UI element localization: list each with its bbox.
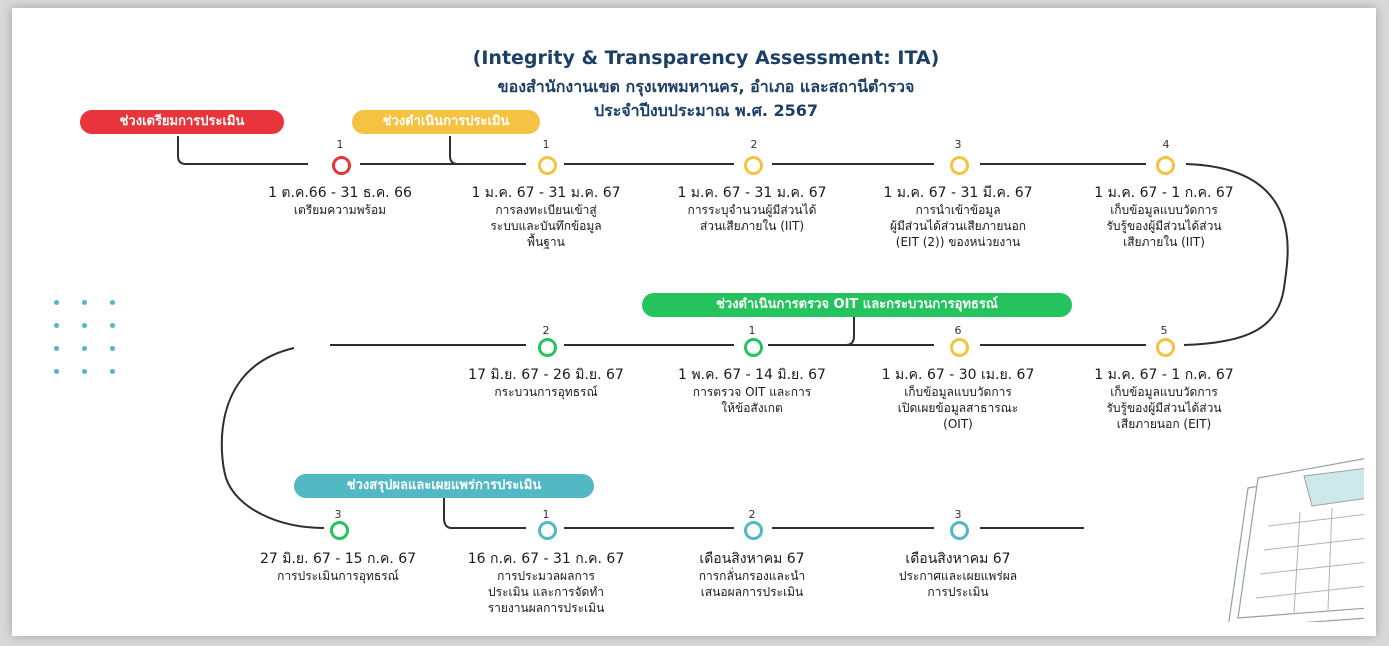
step-date: 1 ต.ค.66 - 31 ธ.ค. 66 bbox=[268, 185, 412, 201]
step-date: 27 มิ.ย. 67 - 15 ก.ค. 67 bbox=[259, 551, 417, 567]
timeline-node bbox=[744, 338, 763, 357]
step-label: 1 ต.ค.66 - 31 ธ.ค. 66 เตรียมความพร้อม bbox=[240, 184, 440, 218]
step-number: 1 bbox=[542, 508, 550, 521]
phase-oit-pill: ช่วงดำเนินการตรวจ OIT และกระบวนการอุทธรณ… bbox=[642, 293, 1072, 317]
step-date: 1 ม.ค. 67 - 1 ก.ค. 67 bbox=[1094, 367, 1234, 383]
phase-prep-pill: ช่วงเตรียมการประเมิน bbox=[80, 110, 284, 134]
decor-dot bbox=[82, 323, 87, 328]
step-desc: เก็บข้อมูลแบบวัดการ รับรู้ของผู้มีส่วนได… bbox=[1106, 385, 1222, 431]
step-number: 1 bbox=[748, 324, 756, 337]
timeline-node bbox=[332, 156, 351, 175]
oit-branch-line bbox=[845, 316, 855, 346]
title-line-1: (Integrity & Transparency Assessment: IT… bbox=[472, 47, 940, 69]
step-desc: กระบวนการอุทธรณ์ bbox=[494, 385, 598, 399]
timeline-connectors bbox=[177, 136, 1289, 529]
phase-operate-pill: ช่วงดำเนินการประเมิน bbox=[352, 110, 540, 134]
step-date: เดือนสิงหาคม 67 bbox=[905, 551, 1011, 567]
step-number: 3 bbox=[954, 138, 962, 151]
step-date: 1 ม.ค. 67 - 31 มี.ค. 67 bbox=[883, 185, 1033, 201]
timeline-node bbox=[950, 338, 969, 357]
step-number: 1 bbox=[542, 138, 550, 151]
step-label: 1 ม.ค. 67 - 31 ม.ค. 67 การระบุจำนวนผู้มี… bbox=[652, 184, 852, 234]
timeline-node bbox=[950, 156, 969, 175]
decor-dot bbox=[82, 300, 87, 305]
decor-dot bbox=[110, 300, 115, 305]
step-label: 1 ม.ค. 67 - 31 ม.ค. 67 การลงทะเบียนเข้าส… bbox=[446, 184, 646, 250]
step-number: 3 bbox=[954, 508, 962, 521]
title-line-3: ประจำปีงบประมาณ พ.ศ. 2567 bbox=[593, 101, 819, 120]
title-line-2: ของสำนักงานเขต กรุงเทพมหานคร, อำเภอ และส… bbox=[497, 77, 915, 96]
right-curve bbox=[1183, 163, 1289, 346]
step-label: 1 ม.ค. 67 - 30 เม.ย. 67 เก็บข้อมูลแบบวัด… bbox=[858, 366, 1058, 432]
timeline-node bbox=[1156, 156, 1175, 175]
step-number: 2 bbox=[748, 508, 756, 521]
step-desc: การนำเข้าข้อมูล ผู้มีส่วนได้ส่วนเสียภายน… bbox=[889, 203, 1027, 249]
step-number: 6 bbox=[954, 324, 962, 337]
step-desc: เก็บข้อมูลแบบวัดการ เปิดเผยข้อมูลสาธารณะ… bbox=[897, 385, 1019, 431]
step-date: เดือนสิงหาคม 67 bbox=[699, 551, 805, 567]
decor-dot bbox=[110, 346, 115, 351]
timeline-node bbox=[950, 521, 969, 540]
decor-dot bbox=[82, 346, 87, 351]
phase-summary-pill: ช่วงสรุปผลและเผยแพร่การประเมิน bbox=[294, 474, 594, 498]
timeline-node bbox=[330, 521, 349, 540]
decor-dot bbox=[54, 300, 59, 305]
poster-frame: (Integrity & Transparency Assessment: IT… bbox=[12, 8, 1376, 636]
step-date: 17 มิ.ย. 67 - 26 มิ.ย. 67 bbox=[468, 367, 624, 383]
decor-dot bbox=[54, 369, 59, 374]
step-label: 1 ม.ค. 67 - 1 ก.ค. 67 เก็บข้อมูลแบบวัดกา… bbox=[1064, 184, 1264, 250]
decor-dot bbox=[82, 369, 87, 374]
step-desc: เก็บข้อมูลแบบวัดการ รับรู้ของผู้มีส่วนได… bbox=[1106, 203, 1222, 249]
timeline-node bbox=[744, 156, 763, 175]
step-date: 1 ม.ค. 67 - 31 ม.ค. 67 bbox=[677, 185, 827, 201]
step-number: 1 bbox=[336, 138, 344, 151]
timeline-node bbox=[538, 338, 557, 357]
timeline-node bbox=[538, 156, 557, 175]
decor-dot bbox=[54, 346, 59, 351]
decor-dot bbox=[110, 323, 115, 328]
step-desc: การประมวลผลการ ประเมิน และการจัดทำ รายงา… bbox=[487, 569, 605, 615]
step-label: 1 ม.ค. 67 - 1 ก.ค. 67 เก็บข้อมูลแบบวัดกา… bbox=[1064, 366, 1264, 432]
step-date: 16 ก.ค. 67 - 31 ก.ค. 67 bbox=[467, 551, 625, 567]
step-desc: ประกาศและเผยแพร่ผล การประเมิน bbox=[898, 569, 1018, 599]
step-date: 1 ม.ค. 67 - 31 ม.ค. 67 bbox=[471, 185, 621, 201]
decor-dot bbox=[54, 323, 59, 328]
decor-dot bbox=[110, 369, 115, 374]
step-desc: การตรวจ OIT และการ ให้ข้อสังเกต bbox=[692, 385, 812, 415]
timeline-node bbox=[744, 521, 763, 540]
left-curve bbox=[220, 347, 325, 529]
step-number: 3 bbox=[334, 508, 342, 521]
step-label: 1 พ.ค. 67 - 14 มิ.ย. 67 การตรวจ OIT และก… bbox=[652, 366, 852, 416]
step-number: 5 bbox=[1160, 324, 1168, 337]
step-label: 17 มิ.ย. 67 - 26 มิ.ย. 67 กระบวนการอุทธร… bbox=[446, 366, 646, 400]
step-number: 4 bbox=[1162, 138, 1170, 151]
summary-branch-line bbox=[443, 490, 526, 529]
operate-branch-line bbox=[449, 136, 526, 165]
step-label: เดือนสิงหาคม 67 ประกาศและเผยแพร่ผล การปร… bbox=[858, 550, 1058, 600]
timeline-node bbox=[1156, 338, 1175, 357]
step-number: 2 bbox=[750, 138, 758, 151]
step-desc: การลงทะเบียนเข้าสู่ ระบบและบันทึกข้อมูล … bbox=[490, 203, 602, 249]
step-date: 1 ม.ค. 67 - 1 ก.ค. 67 bbox=[1094, 185, 1234, 201]
prep-branch-line bbox=[177, 136, 308, 165]
step-label: เดือนสิงหาคม 67 การกลั่นกรองและนำ เสนอผล… bbox=[652, 550, 852, 600]
step-label: 16 ก.ค. 67 - 31 ก.ค. 67 การประมวลผลการ ป… bbox=[446, 550, 646, 616]
step-desc: เตรียมความพร้อม bbox=[293, 203, 387, 217]
timeline-canvas: (Integrity & Transparency Assessment: IT… bbox=[48, 38, 1364, 622]
step-date: 1 พ.ค. 67 - 14 มิ.ย. 67 bbox=[678, 367, 826, 383]
calendar-decoration-icon bbox=[1228, 458, 1364, 622]
step-desc: การประเมินการอุทธรณ์ bbox=[277, 569, 399, 583]
step-label: 27 มิ.ย. 67 - 15 ก.ค. 67 การประเมินการอุ… bbox=[238, 550, 438, 584]
step-desc: การกลั่นกรองและนำ เสนอผลการประเมิน bbox=[698, 569, 806, 599]
step-desc: การระบุจำนวนผู้มีส่วนได้ ส่วนเสียภายใน (… bbox=[687, 203, 817, 233]
step-number: 2 bbox=[542, 324, 550, 337]
timeline-node bbox=[538, 521, 557, 540]
step-label: 1 ม.ค. 67 - 31 มี.ค. 67 การนำเข้าข้อมูล … bbox=[858, 184, 1058, 250]
step-date: 1 ม.ค. 67 - 30 เม.ย. 67 bbox=[881, 367, 1035, 383]
